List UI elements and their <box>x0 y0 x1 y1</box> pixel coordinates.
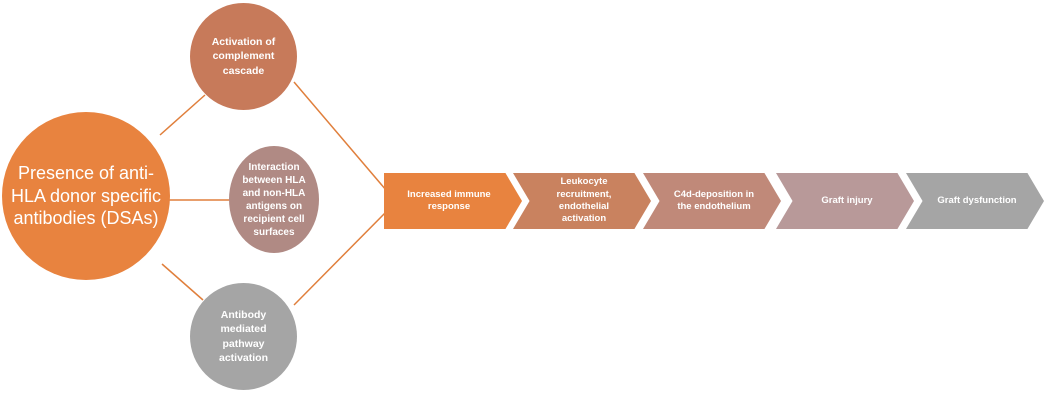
step-label: C4d-deposition in the endothelium <box>673 188 755 212</box>
node-complement-label: Activation of complement cascade <box>211 36 276 77</box>
step-label: Increased immune response <box>407 188 491 212</box>
step-c4d-deposition: C4d-deposition in the endothelium <box>643 173 781 229</box>
step-label: Graft injury <box>821 194 873 206</box>
node-complement-cascade: Activation of complement cascade <box>190 3 297 110</box>
node-antibody-label: Antibody mediated pathway activation <box>218 309 268 364</box>
step-label: Leukocyte recruitment, endothelial activ… <box>556 176 612 225</box>
line-main-to-bottom <box>161 263 204 301</box>
step-increased-immune-response: Increased immune response <box>384 173 522 229</box>
step-graft-dysfunction: Graft dysfunction <box>906 173 1044 229</box>
node-antibody-pathway: Antibody mediated pathway activation <box>190 283 297 390</box>
node-hla-label: Interaction between HLA and non-HLA anti… <box>242 161 306 238</box>
line-bottom-to-response <box>293 211 387 306</box>
line-main-to-top <box>159 94 206 136</box>
main-node-label: Presence of anti-HLA donor specific anti… <box>10 163 162 229</box>
step-graft-injury: Graft injury <box>776 173 914 229</box>
line-top-to-response <box>293 81 387 191</box>
main-node-dsas: Presence of anti-HLA donor specific anti… <box>2 112 170 280</box>
node-hla-interaction: Interaction between HLA and non-HLA anti… <box>229 146 319 253</box>
step-leukocyte-recruitment: Leukocyte recruitment, endothelial activ… <box>513 173 651 229</box>
step-label: Graft dysfunction <box>937 194 1017 206</box>
